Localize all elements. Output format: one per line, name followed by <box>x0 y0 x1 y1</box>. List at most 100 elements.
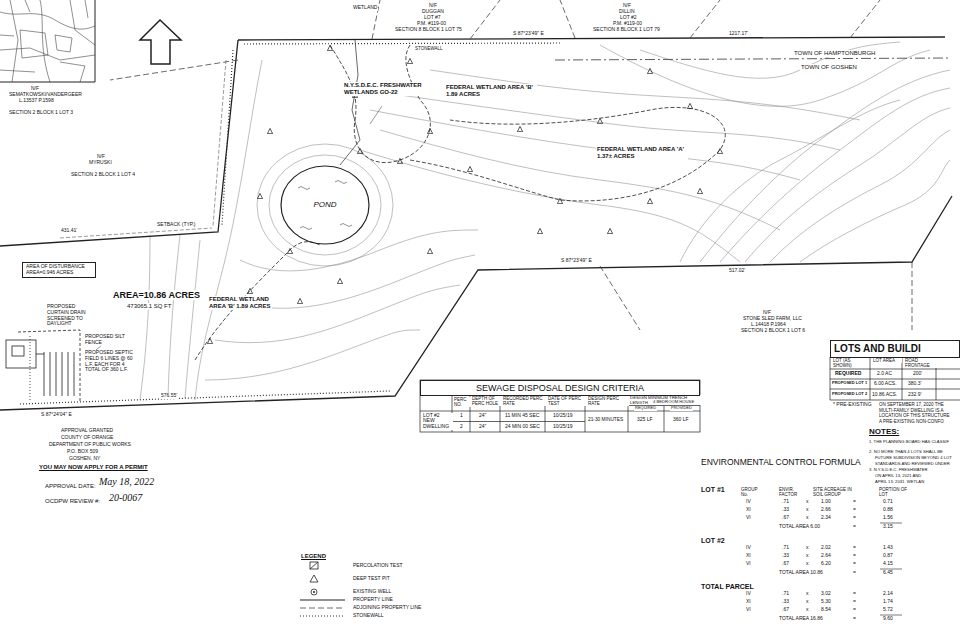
plan-label: N/F <box>762 310 772 316</box>
lots-table-grid <box>830 357 960 400</box>
plan-label: 0.71 <box>882 499 894 505</box>
plan-label: LOT AREA <box>872 358 902 363</box>
plan-line <box>140 235 150 400</box>
plan-line <box>257 144 393 266</box>
plan-label: P.M. #119-00 <box>612 21 643 27</box>
plan-line <box>298 187 310 190</box>
plan-label: .33 <box>781 507 790 513</box>
plan-line <box>647 68 652 73</box>
plan-label: SECTION 2 BLOCK 1 LOT 4 <box>70 172 136 178</box>
plan-label: 1.56 <box>882 515 894 521</box>
plan-label: DEPARTMENT OF PUBLIC WORKS <box>48 442 132 448</box>
plan-line <box>850 0 880 38</box>
setback-line <box>60 60 226 238</box>
plan-label: x <box>805 553 810 559</box>
plan-label: 1 <box>459 413 464 419</box>
plan-line <box>300 227 312 230</box>
plan-line <box>195 242 320 360</box>
plan-label: IV <box>745 591 752 597</box>
adjoining-line-sample <box>300 608 345 609</box>
plan-label: XI <box>745 553 752 559</box>
plan-label: 5.72 <box>882 607 894 613</box>
plan-line <box>745 108 950 262</box>
plan-label: STONEWALL <box>414 46 444 51</box>
plan-label: N/F <box>622 3 632 9</box>
plan-label: ROAD FRONTAGE <box>904 358 937 368</box>
plan-line <box>597 118 602 123</box>
plan-line <box>467 166 472 171</box>
plan-line <box>20 30 48 58</box>
plan-label: SECTION 2 BLOCK 1 LOT 3 <box>8 110 74 116</box>
plan-label: 20-0067 <box>108 492 143 504</box>
plan-label: 11 MIN 45 SEC <box>504 413 540 419</box>
adjoining-property-lines <box>110 0 912 330</box>
plan-label: LOT (AS SHOWN) <box>832 358 868 368</box>
plan-label: 2.0 AC <box>876 371 893 377</box>
plan-label: RECORDED PERC RATE <box>502 396 546 406</box>
plan-label: APPROVAL DATE: <box>44 483 97 490</box>
plan-line <box>215 285 460 343</box>
plan-label: 1.00 <box>820 499 832 505</box>
plan-label: PROPOSED CURTAIN DRAIN SCREENED TO DAYLI… <box>46 304 94 327</box>
plan-label: LOT #1 <box>700 486 726 494</box>
plan-label: 24" <box>478 413 487 419</box>
plan-label: 9.60 <box>882 616 894 622</box>
node-text: POND <box>312 200 337 209</box>
plan-label: .67 <box>781 607 790 613</box>
plan-label: = <box>852 591 857 597</box>
plan-label: .33 <box>781 553 790 559</box>
table-title-box: LOTS AND BUILDI <box>830 340 960 358</box>
plan-label: 2. NO MORE THAN 4 LOTS SHALL BE <box>868 450 944 455</box>
plan-line <box>360 150 740 262</box>
plan-line <box>420 380 700 432</box>
plan-label: S 87°23'49" E <box>560 258 593 264</box>
plan-line <box>647 198 652 203</box>
plan-label: DUGGAN <box>421 9 445 15</box>
plan-line <box>770 130 950 262</box>
plan-line <box>185 240 200 398</box>
plan-label: * PRE-EXISTING <box>832 402 873 408</box>
plan-label: TOTAL PARCEL <box>700 583 755 591</box>
plan-label: x <box>805 591 810 597</box>
plan-label: PROPOSED SILT FENCE <box>84 334 130 346</box>
plan-label: 380.3' <box>907 381 922 387</box>
inset-frame <box>0 0 95 82</box>
plan-line <box>407 58 412 63</box>
plan-line <box>240 230 478 271</box>
plan-label: .33 <box>781 599 790 605</box>
plan-label: = <box>852 499 857 505</box>
plan-label: FEDERAL WETLAND AREA 'B' 1.89 ACRES <box>208 296 272 310</box>
plan-line <box>222 50 233 225</box>
plan-label: MYRUSKI <box>88 160 113 166</box>
plan-line <box>400 95 840 150</box>
property-line-sample <box>300 599 345 600</box>
plan-label: ON APRIL 13, 2021 AND <box>874 474 922 479</box>
plan-label: N/F <box>30 86 40 92</box>
plan-label: = <box>852 507 857 513</box>
plan-label: .71 <box>781 591 790 597</box>
stonewall-sample <box>300 615 345 616</box>
plan-label: FEDERAL WETLAND AREA 'A' 1.37± ACRES <box>596 146 688 160</box>
pond-edge <box>281 166 369 244</box>
plan-line <box>297 298 302 303</box>
plan-label: IV <box>745 545 752 551</box>
plan-line <box>269 155 381 255</box>
pond-outline: POND <box>280 165 370 245</box>
plan-label: S 87°24'04" E <box>40 412 73 418</box>
plan-line <box>687 103 692 108</box>
plan-label: TOWN OF GOSHEN <box>800 64 858 71</box>
plan-label: = <box>852 570 857 576</box>
plan-label: P.M. #119-00 <box>416 21 447 27</box>
plan-line <box>0 40 238 246</box>
sewage-table-grid <box>420 380 700 432</box>
plan-label: IV <box>745 499 752 505</box>
plan-label: A PRE-EXISTING NON-CONFO <box>878 419 945 424</box>
plan-line <box>690 0 720 38</box>
plan-label: 0.87 <box>882 553 894 559</box>
plan-label: DILLIN <box>618 9 636 15</box>
plan-line <box>40 0 50 82</box>
plan-label: FUTURE SUBDIVISION BEYOND 4 LOT <box>874 456 953 461</box>
plan-label: SETBACK (TYP.) <box>156 222 197 228</box>
plan-label: 5.30 <box>820 599 832 605</box>
plan-label: ON SEPTEMBER 17, 2020 THE <box>878 402 945 407</box>
